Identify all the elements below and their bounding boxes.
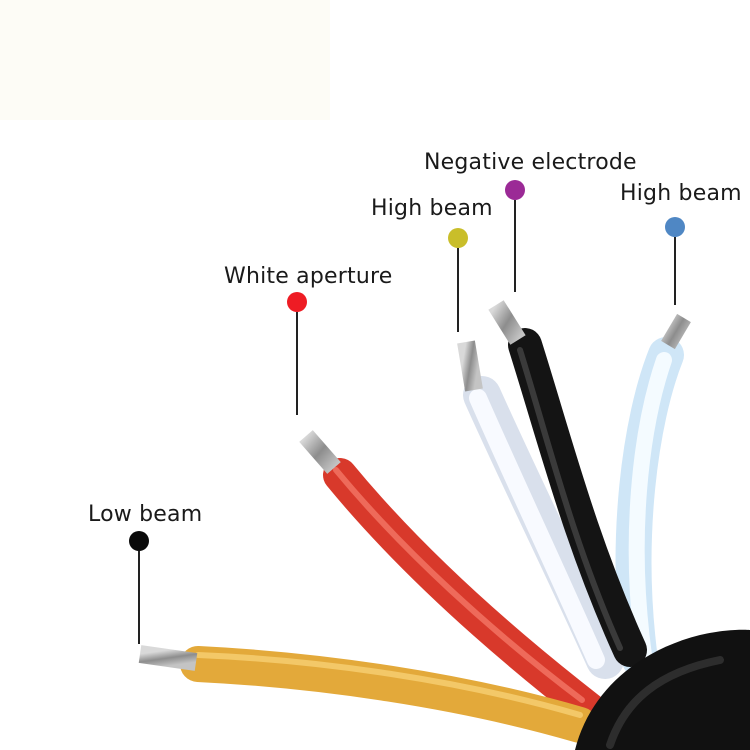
dot-low-beam [129, 531, 149, 551]
leader-high-beam-1 [457, 248, 459, 332]
yellow-wire [180, 646, 598, 743]
leader-low-beam [138, 551, 140, 644]
label-high-beam-1: High beam [371, 196, 493, 221]
dot-high-beam-2 [665, 217, 685, 237]
black-wire-tip [488, 300, 526, 345]
black-wire [508, 328, 647, 667]
label-high-beam-2: High beam [620, 181, 742, 206]
dot-high-beam-1 [448, 228, 468, 248]
light-blue-wire-tip [661, 313, 691, 350]
white-wire-tip [457, 340, 483, 392]
label-negative-electrode: Negative electrode [424, 150, 637, 175]
red-wire-tip [299, 430, 341, 474]
red-wire-highlight [333, 467, 585, 703]
dot-negative-electrode [505, 180, 525, 200]
label-white-aperture: White aperture [224, 264, 393, 289]
black-wire-highlight [517, 347, 623, 651]
cable-jacket-sheen [606, 656, 724, 749]
yellow-wire-tip [138, 645, 198, 671]
dot-white-aperture [287, 292, 307, 312]
leader-high-beam-2 [674, 237, 676, 305]
yellow-wire-highlight [195, 652, 583, 718]
background-patch [0, 0, 330, 120]
white-wire-highlight [469, 389, 605, 669]
leader-negative-electrode [514, 200, 516, 292]
label-low-beam: Low beam [88, 502, 203, 527]
light-blue-wire-highlight [628, 352, 672, 663]
leader-white-aperture [296, 312, 298, 415]
